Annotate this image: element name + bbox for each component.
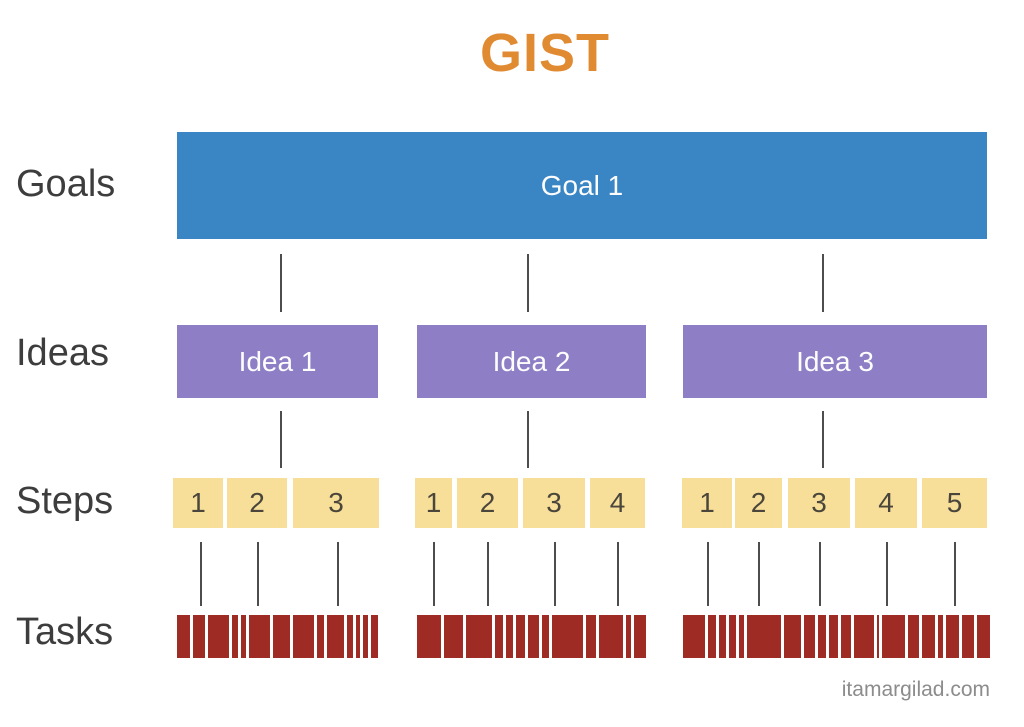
step-box-idea2-2: 2 [457, 478, 518, 528]
task-segment [272, 615, 291, 658]
task-segment [854, 615, 874, 658]
task-segment [804, 615, 815, 658]
step-box-idea2-4: 4 [590, 478, 645, 528]
connector-steps-to-tasks [554, 542, 556, 606]
task-segment [976, 615, 990, 658]
task-segment [946, 615, 960, 658]
task-segment [293, 615, 314, 658]
connector-steps-to-tasks [487, 542, 489, 606]
connector-ideas-to-steps [280, 411, 282, 468]
task-segment [707, 615, 716, 658]
step-box-idea3-3: 3 [788, 478, 850, 528]
step-box-idea2-1: 1 [415, 478, 452, 528]
task-segment [551, 615, 583, 658]
task-segment [370, 615, 379, 658]
task-segment [718, 615, 726, 658]
connector-steps-to-tasks [617, 542, 619, 606]
task-segment [541, 615, 549, 658]
row-label-goals: Goals [16, 163, 116, 205]
task-segment [921, 615, 935, 658]
connector-steps-to-tasks [257, 542, 259, 606]
step-box-idea1-3: 3 [293, 478, 379, 528]
task-bar-idea2 [417, 615, 646, 658]
task-segment [506, 615, 514, 658]
task-segment [316, 615, 325, 658]
connector-steps-to-tasks [758, 542, 760, 606]
row-label-tasks: Tasks [16, 611, 114, 653]
task-segment [633, 615, 646, 658]
task-segment [177, 615, 190, 658]
task-segment [739, 615, 745, 658]
connector-ideas-to-steps [822, 411, 824, 468]
task-segment [528, 615, 539, 658]
task-segment [208, 615, 230, 658]
task-segment [192, 615, 206, 658]
task-segment [876, 615, 879, 658]
watermark: itamargilad.com [841, 678, 990, 701]
connector-goal-to-ideas [527, 254, 529, 312]
connector-steps-to-tasks [707, 542, 709, 606]
task-segment [841, 615, 852, 658]
step-box-idea3-5: 5 [922, 478, 987, 528]
connector-steps-to-tasks [886, 542, 888, 606]
task-segment [327, 615, 345, 658]
task-segment [443, 615, 464, 658]
task-segment [466, 615, 492, 658]
task-segment [784, 615, 802, 658]
connector-ideas-to-steps [527, 411, 529, 468]
task-bar-idea3 [683, 615, 990, 658]
connector-steps-to-tasks [954, 542, 956, 606]
connector-goal-to-ideas [280, 254, 282, 312]
connector-goal-to-ideas [822, 254, 824, 312]
connector-steps-to-tasks [819, 542, 821, 606]
task-segment [817, 615, 826, 658]
task-segment [881, 615, 906, 658]
task-segment [355, 615, 361, 658]
task-segment [962, 615, 974, 658]
idea-box-1: Idea 1 [177, 325, 378, 398]
task-segment [625, 615, 631, 658]
step-box-idea2-3: 3 [523, 478, 585, 528]
connector-steps-to-tasks [337, 542, 339, 606]
connector-steps-to-tasks [200, 542, 202, 606]
step-box-idea1-1: 1 [173, 478, 223, 528]
row-label-steps: Steps [16, 480, 114, 522]
task-segment [908, 615, 919, 658]
task-segment [585, 615, 596, 658]
connector-steps-to-tasks [433, 542, 435, 606]
task-segment [747, 615, 781, 658]
task-segment [417, 615, 441, 658]
step-box-idea3-4: 4 [855, 478, 917, 528]
task-segment [598, 615, 623, 658]
task-segment [249, 615, 270, 658]
idea-box-3: Idea 3 [683, 325, 987, 398]
step-box-idea3-2: 2 [735, 478, 782, 528]
task-segment [347, 615, 353, 658]
task-segment [240, 615, 247, 658]
task-segment [937, 615, 944, 658]
row-label-ideas: Ideas [16, 332, 109, 374]
task-bar-idea1 [177, 615, 379, 658]
task-segment [728, 615, 737, 658]
goal-label: Goal 1 [540, 169, 624, 201]
task-segment [828, 615, 839, 658]
step-box-idea3-1: 1 [682, 478, 732, 528]
step-box-idea1-2: 2 [227, 478, 287, 528]
task-segment [683, 615, 705, 658]
page-title: GIST [479, 23, 610, 83]
task-segment [516, 615, 526, 658]
goal-bar: Goal 1 [177, 132, 987, 239]
idea-box-2: Idea 2 [417, 325, 646, 398]
task-segment [232, 615, 238, 658]
task-segment [363, 615, 368, 658]
task-segment [494, 615, 503, 658]
